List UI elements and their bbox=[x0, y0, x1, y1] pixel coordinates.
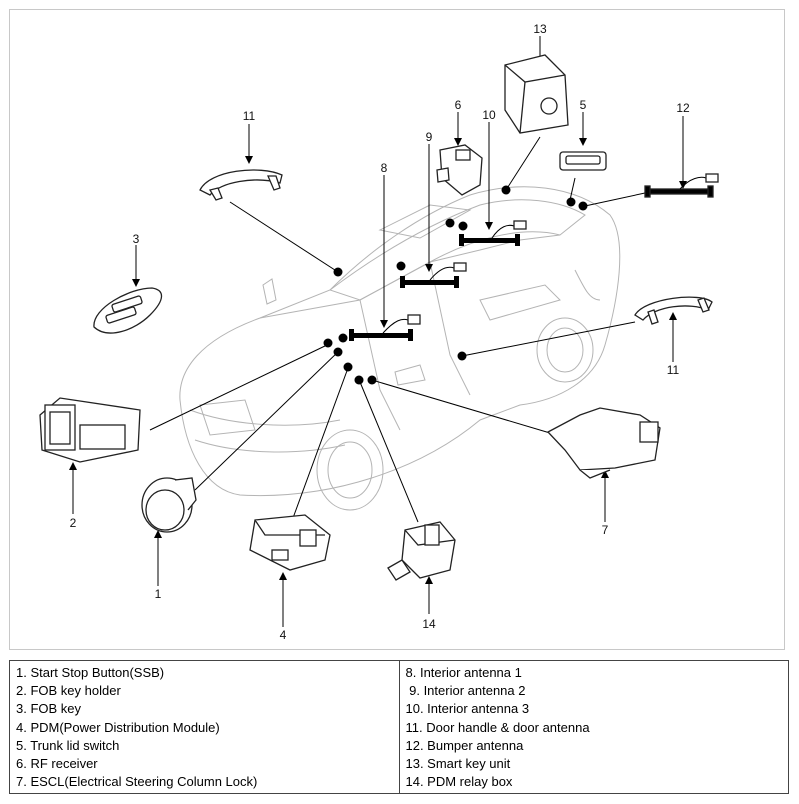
callout-4: 4 bbox=[280, 628, 287, 642]
callout-13: 13 bbox=[533, 22, 547, 36]
legend-item: 11. Door handle & door antenna bbox=[405, 719, 590, 735]
callout-14: 14 bbox=[422, 617, 436, 631]
legend-item: 12. Bumper antenna bbox=[405, 737, 524, 753]
legend-item: 3. FOB key bbox=[16, 701, 82, 717]
smart-key-unit-part bbox=[504, 54, 569, 134]
legend-item: 8. Interior antenna 1 bbox=[405, 665, 522, 680]
legend-column-right: 8. Interior antenna 1 9. Interior antenn… bbox=[398, 661, 789, 793]
callout-5: 5 bbox=[580, 98, 587, 112]
legend-table: 1. Start Stop Button(SSB) 2. FOB key hol… bbox=[9, 660, 789, 794]
car-outline bbox=[179, 186, 621, 511]
legend-item: 2. FOB key holder bbox=[16, 683, 121, 699]
callout-11-right: 11 bbox=[667, 363, 680, 377]
callout-10: 10 bbox=[482, 108, 496, 122]
fob-key-part bbox=[93, 287, 163, 334]
door-handle-top-part bbox=[199, 169, 283, 201]
legend-item: 4. PDM(Power Distribution Module) bbox=[16, 719, 220, 735]
trunk-lid-switch-part bbox=[559, 151, 607, 171]
callout-1: 1 bbox=[155, 587, 162, 601]
interior-antenna-1-part bbox=[349, 314, 421, 341]
callout-labels: 13 5 6 10 12 11 9 8 3 11 2 7 1 14 4 bbox=[70, 22, 690, 642]
legend-item: 1. Start Stop Button(SSB) bbox=[16, 665, 165, 680]
escl-part bbox=[546, 407, 661, 479]
pdm-relay-box-part bbox=[387, 521, 456, 581]
interior-antenna-3-part bbox=[459, 220, 527, 246]
door-handle-right-part bbox=[634, 296, 713, 325]
legend-item: 13. Smart key unit bbox=[405, 756, 511, 772]
callout-9: 9 bbox=[426, 130, 433, 144]
legend-item: 9. Interior antenna 2 bbox=[405, 683, 526, 699]
connection-dots bbox=[323, 185, 588, 385]
fob-key-holder-part bbox=[39, 397, 141, 463]
legend-item: 5. Trunk lid switch bbox=[16, 737, 120, 753]
callout-6: 6 bbox=[455, 98, 462, 112]
bumper-antenna-part bbox=[644, 173, 719, 198]
callout-11-top: 11 bbox=[243, 109, 256, 123]
callout-7: 7 bbox=[602, 523, 609, 537]
smart-key-system-diagram: 13 5 6 10 12 11 9 8 3 11 2 7 1 14 4 bbox=[39, 22, 719, 642]
start-stop-button-part bbox=[141, 477, 197, 533]
diagram-frame bbox=[9, 9, 785, 650]
pdm-part bbox=[249, 514, 331, 571]
legend-item: 10. Interior antenna 3 bbox=[405, 701, 530, 717]
callout-8: 8 bbox=[381, 161, 388, 175]
callout-2: 2 bbox=[70, 516, 77, 530]
rf-receiver-part bbox=[436, 144, 483, 196]
callout-arrows bbox=[69, 36, 687, 627]
leader-lines bbox=[149, 136, 646, 523]
callout-12: 12 bbox=[676, 101, 690, 115]
legend-item: 14. PDM relay box bbox=[405, 774, 513, 790]
legend-column-left: 1. Start Stop Button(SSB) 2. FOB key hol… bbox=[10, 661, 399, 793]
interior-antenna-2-part bbox=[400, 262, 467, 288]
legend-item: 6. RF receiver bbox=[16, 756, 98, 772]
callout-3: 3 bbox=[133, 232, 140, 246]
legend-item: 7. ESCL(Electrical Steering Column Lock) bbox=[16, 774, 258, 790]
